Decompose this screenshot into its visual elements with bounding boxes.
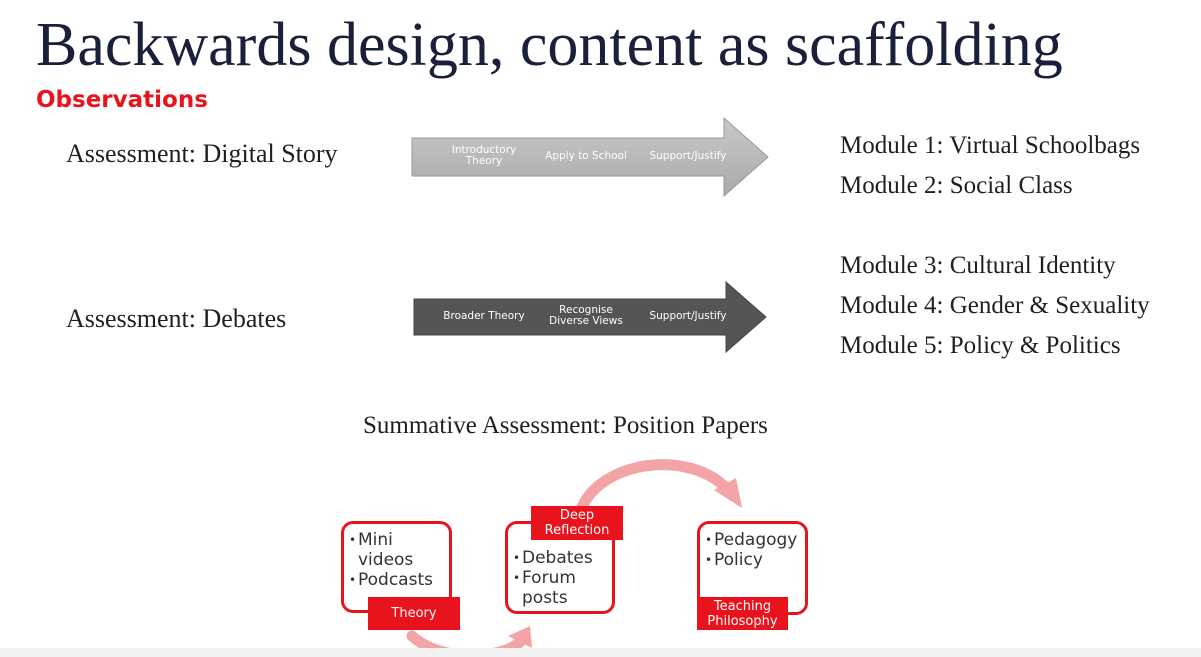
process-arrow-debates: Broader Theory Recognise Diverse Views S… bbox=[412, 280, 768, 354]
summative-heading: Summative Assessment: Position Papers bbox=[363, 412, 768, 439]
stage-tag-teaching-philosophy: Teaching Philosophy bbox=[697, 597, 788, 630]
stage-item: Mini videos bbox=[349, 530, 428, 570]
stage-item: Podcasts bbox=[349, 570, 433, 590]
slide-subtitle: Observations bbox=[36, 87, 208, 113]
stage-tag-deep-reflection: Deep Reflection bbox=[531, 506, 623, 540]
arrow-step-label: Broader Theory bbox=[443, 310, 525, 322]
module-item: Module 4: Gender & Sexuality bbox=[840, 292, 1150, 319]
arrow-step-label: Support/Justify bbox=[649, 150, 727, 162]
arrow-step-label: Apply to School bbox=[545, 150, 627, 162]
stage-card-theory: Mini videos Podcasts bbox=[341, 521, 452, 613]
module-item: Module 2: Social Class bbox=[840, 172, 1073, 199]
arrow-shape bbox=[413, 280, 767, 354]
stage-item: Debates bbox=[513, 548, 593, 568]
module-item: Module 3: Cultural Identity bbox=[840, 252, 1116, 279]
assessment-label-debates: Assessment: Debates bbox=[66, 304, 287, 333]
bottom-band bbox=[0, 648, 1201, 657]
assessment-label-digital-story: Assessment: Digital Story bbox=[66, 139, 338, 168]
module-item: Module 5: Policy & Politics bbox=[840, 332, 1121, 359]
stage-item: Policy bbox=[705, 550, 797, 570]
cycle-arrows bbox=[406, 459, 742, 648]
stage-item: Forum posts bbox=[513, 568, 592, 608]
arrow-step-label: Support/Justify bbox=[649, 310, 727, 322]
arrow-shape bbox=[411, 116, 769, 198]
stage-card-deep-reflection: Debates Forum posts bbox=[505, 521, 615, 614]
stage-tag-theory: Theory bbox=[368, 597, 460, 630]
arrow-step-label: Recognise Diverse Views bbox=[549, 304, 623, 328]
process-arrow-digital-story: Introductory Theory Apply to School Supp… bbox=[410, 116, 770, 198]
slide-title: Backwards design, content as scaffolding bbox=[36, 11, 1063, 79]
module-item: Module 1: Virtual Schoolbags bbox=[840, 132, 1141, 159]
arrow-step-label: Introductory Theory bbox=[451, 144, 517, 168]
stage-item: Pedagogy bbox=[705, 530, 797, 550]
